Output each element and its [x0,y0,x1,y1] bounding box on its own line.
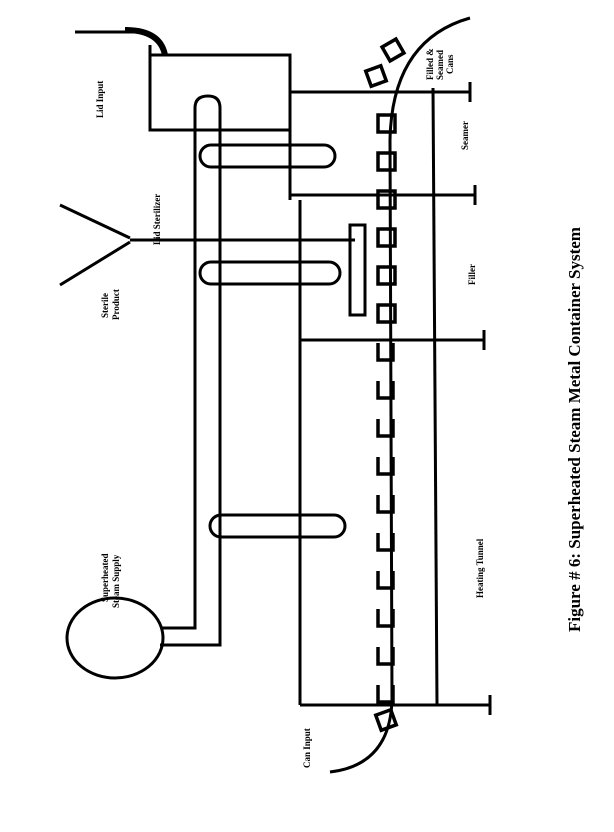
can [376,265,397,286]
lid-coil [124,27,168,56]
housing-line [288,90,302,705]
can [376,189,397,210]
label-lid-sterilizer: Lid Sterilizer [152,194,162,245]
label-seamer: Seamer [460,121,470,150]
label-heating-tunnel: Heating Tunnel [475,538,485,598]
label-steam-supply-1: Superheated [100,553,110,602]
can [376,381,395,400]
can [376,113,397,134]
can-group [363,36,407,733]
lid-input-chute [75,30,292,132]
label-filled-1: Filled & [425,48,435,80]
labels: Lid Input Lid Sterilizer Sterile Product… [95,48,584,768]
can [376,533,395,552]
can [376,495,395,514]
can [373,707,399,733]
label-lid-input: Lid Input [95,81,105,118]
steam-branch-filler [198,260,342,286]
can [376,419,395,438]
divider-seamer [290,82,472,102]
steam-pipe [160,94,222,647]
label-steam-supply-2: Steam Supply [111,554,121,608]
can [376,227,397,248]
can [379,36,407,64]
label-filled-3: Cans [445,54,455,74]
can [376,457,395,476]
figure-caption: Figure # 6: Superheated Steam Metal Cont… [565,227,584,632]
can [376,571,395,590]
label-filled-2: Seamed [435,50,445,80]
label-filler: Filler [467,264,477,285]
can [376,609,395,628]
divider-can-input [300,695,492,715]
steam-branch-lid-sterilizer [198,143,337,169]
sterile-product-feed [59,203,355,287]
steam-supply-vessel [65,596,165,680]
can [376,343,395,362]
label-sterile-product-2: Product [111,289,121,320]
conveyor-inner [329,16,471,774]
can [376,151,397,172]
can [376,303,397,324]
can [376,647,395,666]
label-sterile-product-1: Sterile [100,293,110,318]
label-can-input: Can Input [302,728,312,768]
can [363,63,389,89]
divider-filler [290,185,477,205]
steam-branch-tunnel [208,513,347,539]
filler-head [348,223,367,317]
can [376,685,395,704]
conveyor-outer [431,87,439,706]
